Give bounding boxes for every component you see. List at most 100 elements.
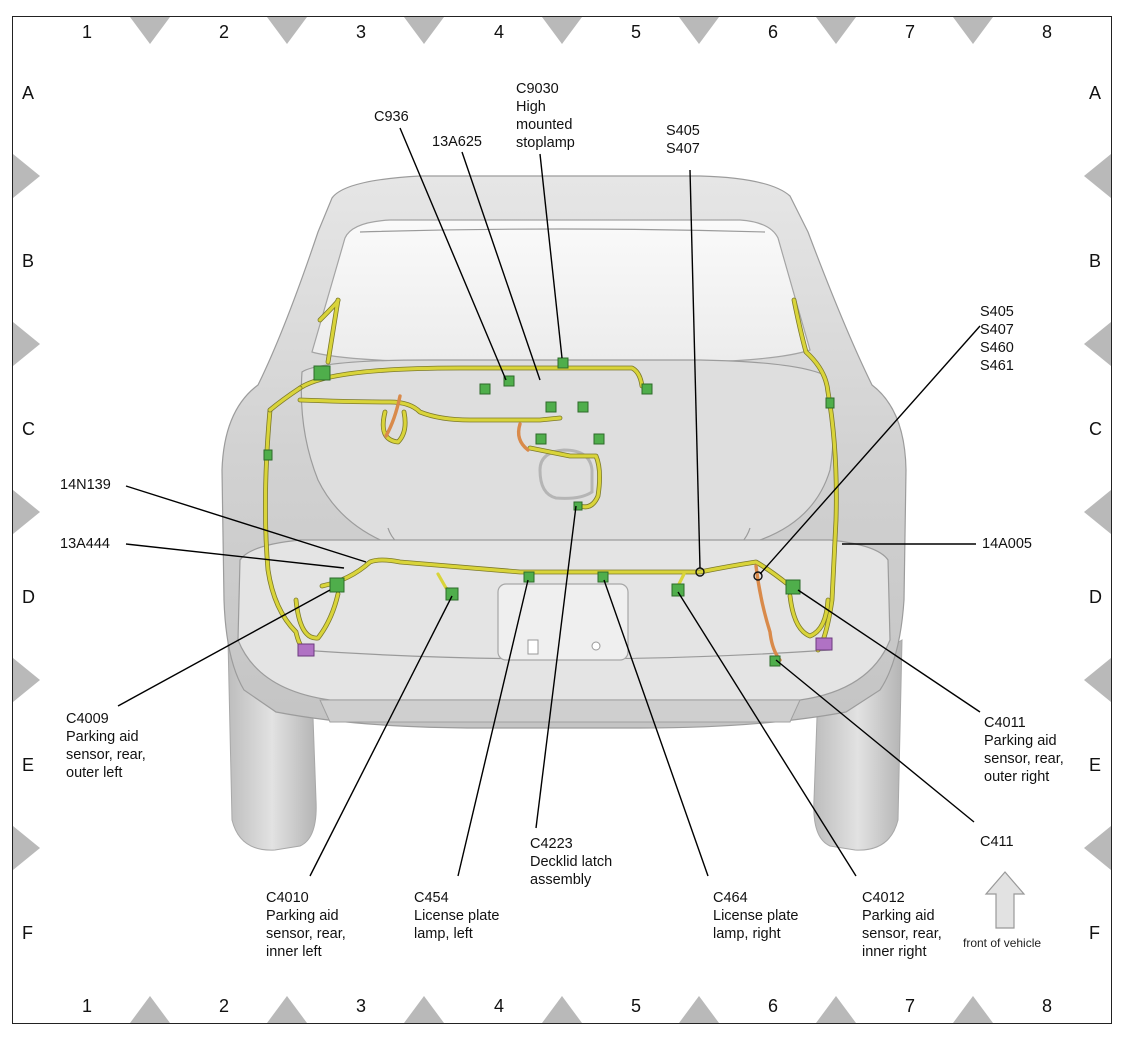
leader-c4009 <box>117 589 331 707</box>
orientation-indicator: front of vehicle <box>963 871 1041 950</box>
rear-window <box>311 219 811 363</box>
callout-c936: C936 <box>374 109 409 125</box>
callout-c9030-line-1: C9030 <box>516 81 559 97</box>
connector-c454 <box>523 571 535 583</box>
vehicle-rear-view <box>221 175 907 851</box>
leader-c4011 <box>797 589 981 713</box>
row-label-a: A <box>1089 83 1101 103</box>
callout-s405-right: S405 S407 S460 S461 <box>980 304 1018 374</box>
col-label-7: 7 <box>905 996 915 1016</box>
plate-bolt-left <box>527 639 539 655</box>
callout-c9030-line-3: mounted <box>516 117 572 133</box>
connector-c936 <box>503 375 515 387</box>
callout-c4223-line-2: Decklid latch <box>530 854 612 870</box>
callout-c9030: C9030 High mounted stoplamp <box>516 81 576 151</box>
grid-tick-left-5 <box>13 826 40 870</box>
callout-s405-top-line-1: S405 <box>666 123 700 139</box>
callout-s405-top: S405 S407 <box>666 123 704 157</box>
col-label-7: 7 <box>905 22 915 42</box>
callout-c464: C464 License plate lamp, right <box>713 890 802 942</box>
grid-ticks-top <box>130 17 993 44</box>
connector-left-mid <box>263 449 273 461</box>
grid-ticks-left <box>13 154 40 870</box>
grid-tick-right-2 <box>1084 322 1111 366</box>
callout-c9030-line-2: High <box>516 99 546 115</box>
row-label-a: A <box>22 83 34 103</box>
connector-c4011 <box>785 579 801 595</box>
wiring-harness <box>263 297 839 667</box>
leader-13a625 <box>461 151 541 381</box>
leader-c411 <box>775 659 975 823</box>
callout-c454-line-3: lamp, left <box>414 926 473 942</box>
grid-tick-left-2 <box>13 322 40 366</box>
grid-tick-right-4 <box>1084 658 1111 702</box>
callout-s405-right-line-3: S460 <box>980 340 1014 356</box>
callout-14n139: 14N139 <box>60 477 111 493</box>
leader-c4010 <box>309 595 453 877</box>
callout-s405-right-line-1: S405 <box>980 304 1014 320</box>
grid-tick-right-3 <box>1084 490 1111 534</box>
grid-tick-left-4 <box>13 658 40 702</box>
callout-c464-line-2: License plate <box>713 908 798 924</box>
connector-c4010 <box>445 587 459 601</box>
connector-right-lower <box>815 637 833 651</box>
grid-row-labels-left: A B C D E F <box>22 83 35 943</box>
callout-c4010-line-2: Parking aid <box>266 908 339 924</box>
callout-c936-line-1: C936 <box>374 109 409 125</box>
grid-tick-top-6 <box>816 17 856 44</box>
callout-c4223-line-3: assembly <box>530 872 592 888</box>
callout-s405-top-line-2: S407 <box>666 141 700 157</box>
grid-tick-bottom-6 <box>816 996 856 1023</box>
row-label-d: D <box>22 587 35 607</box>
diagram-frame <box>12 16 1112 1024</box>
grid-tick-left-3 <box>13 490 40 534</box>
callout-c4009-line-3: sensor, rear, <box>66 747 146 763</box>
leader-c454 <box>457 579 529 877</box>
callout-c4012: C4012 Parking aid sensor, rear, inner ri… <box>862 890 946 960</box>
grid-tick-bottom-2 <box>267 996 307 1023</box>
connector-latch-d <box>593 433 605 445</box>
row-label-b: B <box>22 251 34 271</box>
callout-14n139-line-1: 14N139 <box>60 477 111 493</box>
callout-labels: C936 13A625 C9030 High mounted stoplamp … <box>60 81 1064 960</box>
grid-tick-top-2 <box>267 17 307 44</box>
grid-row-labels-right: A B C D E F <box>1089 83 1102 943</box>
col-label-5: 5 <box>631 22 641 42</box>
callout-c454-line-1: C454 <box>414 890 449 906</box>
leader-c4223 <box>535 505 577 829</box>
leader-c9030 <box>539 153 563 359</box>
callout-14a005: 14A005 <box>982 536 1032 552</box>
grid-tick-bottom-1 <box>130 996 170 1023</box>
row-label-e: E <box>1089 755 1101 775</box>
callout-c4011-line-2: Parking aid <box>984 733 1057 749</box>
grid-tick-left-1 <box>13 154 40 198</box>
grid-ticks-bottom <box>130 996 993 1023</box>
connector-c-left <box>313 365 331 381</box>
plate-bolt-right <box>591 641 601 651</box>
col-label-1: 1 <box>82 996 92 1016</box>
col-label-8: 8 <box>1042 22 1052 42</box>
connector-c4223 <box>573 501 583 511</box>
decklid <box>300 359 834 563</box>
connector-c4012 <box>671 583 685 597</box>
connector-c9030 <box>557 357 569 369</box>
grid-tick-bottom-5 <box>679 996 719 1023</box>
col-label-8: 8 <box>1042 996 1052 1016</box>
row-label-f: F <box>1089 923 1100 943</box>
callout-c4011-line-3: sensor, rear, <box>984 751 1064 767</box>
grid-tick-top-3 <box>404 17 444 44</box>
col-label-6: 6 <box>768 22 778 42</box>
callout-c4012-line-3: sensor, rear, <box>862 926 942 942</box>
grid-tick-top-4 <box>542 17 582 44</box>
row-label-e: E <box>22 755 34 775</box>
callout-c4012-line-2: Parking aid <box>862 908 935 924</box>
callout-c4011-line-1: C4011 <box>984 715 1026 731</box>
col-label-6: 6 <box>768 996 778 1016</box>
leader-s405-top <box>689 169 701 569</box>
row-label-f: F <box>22 923 33 943</box>
connector-c411 <box>769 655 781 667</box>
callout-s405-right-line-2: S407 <box>980 322 1014 338</box>
grid-tick-bottom-7 <box>953 996 993 1023</box>
leader-lines <box>117 127 981 877</box>
row-label-c: C <box>1089 419 1102 439</box>
